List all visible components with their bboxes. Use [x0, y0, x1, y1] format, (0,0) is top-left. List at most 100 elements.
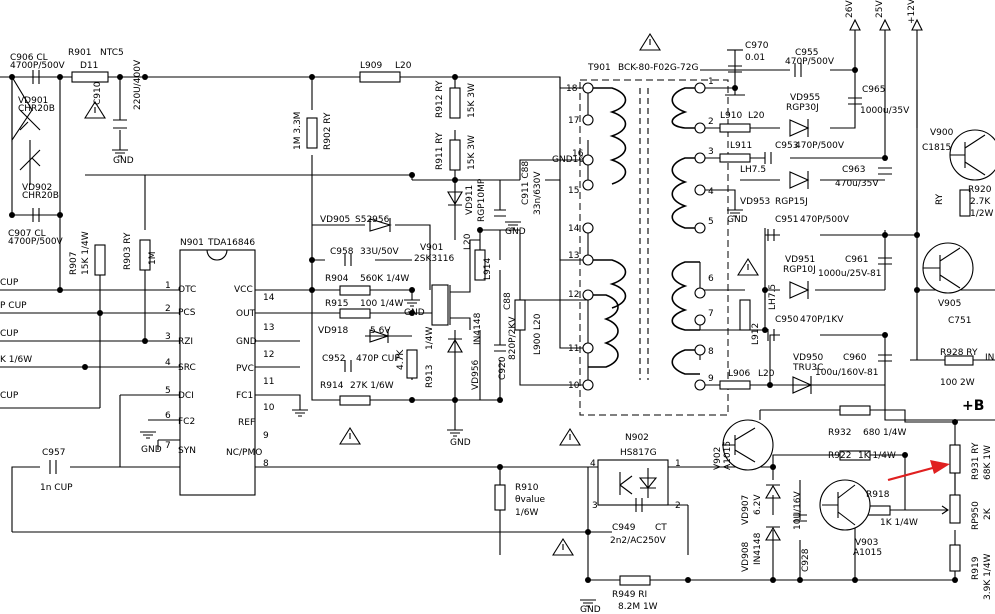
ic-pin-num: 14: [263, 293, 275, 303]
label-r918: R918: [866, 490, 890, 500]
label-vd911: VD911: [465, 185, 475, 215]
l909: [359, 71, 401, 83]
label-r903v: 1M: [148, 252, 158, 266]
label-l912: L912: [751, 323, 761, 345]
ic-pin-name: NC/PMO: [226, 448, 262, 458]
opto-pin: 2: [675, 501, 681, 511]
c911: [494, 209, 506, 217]
label-c953v: 470P/500V: [795, 141, 845, 151]
l914: [474, 249, 486, 281]
label-l914: L914: [483, 258, 493, 280]
ground-symbol: [447, 429, 463, 437]
r903: [139, 239, 151, 271]
label-c951: C951: [775, 215, 798, 225]
warning-icons: [84, 32, 759, 556]
label-l20b: L20: [463, 233, 473, 250]
t901-pin-label: 2: [708, 117, 714, 127]
label-c950v: 470P/1KV: [800, 315, 844, 325]
ic-pin-num: 1: [165, 281, 171, 291]
l911: [719, 153, 751, 163]
label-vd907: VD907: [741, 495, 751, 525]
label-l20e: L20: [758, 369, 775, 379]
opto-pin: 3: [592, 501, 598, 511]
t901-pin-3: [694, 152, 706, 164]
label-r949: R949 RI: [612, 590, 647, 600]
t901-pin-label: 17: [568, 116, 579, 126]
warning-icon: [737, 257, 759, 276]
t901-pin-label: 5: [708, 217, 714, 227]
label-c965: C965: [862, 85, 885, 95]
ic-pin-name: DCI: [178, 391, 194, 401]
t901-pin-label: 4: [708, 187, 714, 197]
vd905: [369, 218, 392, 232]
label-in_lbl: IN: [985, 353, 994, 363]
label-c965v: 1000u/35V: [860, 106, 910, 116]
label-gnd_c911: GND: [505, 227, 526, 237]
label-r914v: 27K 1/6W: [350, 381, 394, 391]
r910: [494, 484, 506, 511]
label-c957: C957: [42, 448, 65, 458]
warning-icon: [559, 427, 581, 446]
t901-pin-label: 12: [568, 290, 579, 300]
label-r922v: 1K 1/4W: [858, 451, 896, 461]
label-vd907v: 6.2V: [753, 494, 763, 515]
edge-label: CUP: [0, 391, 19, 401]
label-r904v: 560K 1/4W: [360, 274, 409, 284]
junction-dots: [9, 67, 958, 583]
label-v900p: C1815: [922, 143, 951, 153]
r913: [406, 349, 418, 379]
c952: [344, 360, 352, 372]
ground-symbol: [404, 299, 420, 307]
c953: [764, 152, 772, 164]
label-r912v: 15K 3W: [467, 83, 477, 118]
label-c949ct: CT: [655, 523, 667, 533]
label-vd955p: RGP30J: [786, 103, 819, 113]
ic-pin-num: 8: [263, 459, 269, 469]
c907: [32, 208, 40, 222]
label-v902p: A1015: [723, 441, 733, 470]
t901-pin-label: 3: [708, 147, 714, 157]
label-in4148b: IN4148: [753, 532, 763, 565]
r904: [339, 285, 371, 296]
vd908: [765, 526, 781, 541]
label-r919: R919: [971, 556, 981, 580]
t901-pin-2: [694, 122, 706, 134]
label-c910: C910: [93, 81, 103, 105]
t901-pin-12: [582, 289, 594, 301]
c960: [878, 354, 892, 362]
ic-pin-name: OTC: [178, 285, 196, 295]
label-v901p: 2SK3116: [414, 254, 455, 264]
ic-pin-num: 11: [263, 377, 274, 387]
label-l20c: L20: [533, 313, 543, 330]
ic-pin-num: 4: [165, 358, 171, 368]
wires: [0, 30, 995, 581]
label-r910: R910: [515, 483, 539, 493]
t901-pin-1: [694, 82, 706, 94]
label-r914: R914: [320, 381, 344, 391]
vd953: [789, 171, 810, 189]
transformer-t901: 18 17 16 15 14 13 12 11 10 1 2 3 4 5 6 7…: [566, 77, 729, 416]
label-vd902: VD902: [22, 183, 52, 193]
label-vd902p: CHR20B: [22, 191, 59, 201]
label-c928: C928: [801, 548, 811, 572]
label-c929: 10U/16V: [793, 490, 803, 530]
t901-pin-label: 1: [708, 77, 714, 87]
label-vd908: VD908: [741, 541, 751, 572]
t901-pin-label: 7: [708, 309, 714, 319]
label-c949v: 2n2/AC250V: [610, 536, 667, 546]
ic-pin-name: PCS: [178, 308, 196, 318]
label-vd951p: RGP10J: [783, 265, 816, 275]
grounds: [112, 49, 745, 607]
t901-pin-5: [694, 222, 706, 234]
ic-part: TDA16846: [207, 238, 255, 248]
label-d11: D11: [80, 61, 98, 71]
label-r901: R901: [68, 48, 91, 58]
label-vd953: VD953: [740, 197, 770, 207]
c963: [878, 167, 892, 175]
label-c955v: 470P/500V: [785, 57, 835, 67]
opto-ref: N902: [625, 433, 649, 443]
rail-26v-arrow: [849, 18, 861, 31]
c950: [767, 329, 775, 341]
ic-pin-name: FC2: [178, 417, 195, 427]
label-c963: C963: [842, 165, 865, 175]
